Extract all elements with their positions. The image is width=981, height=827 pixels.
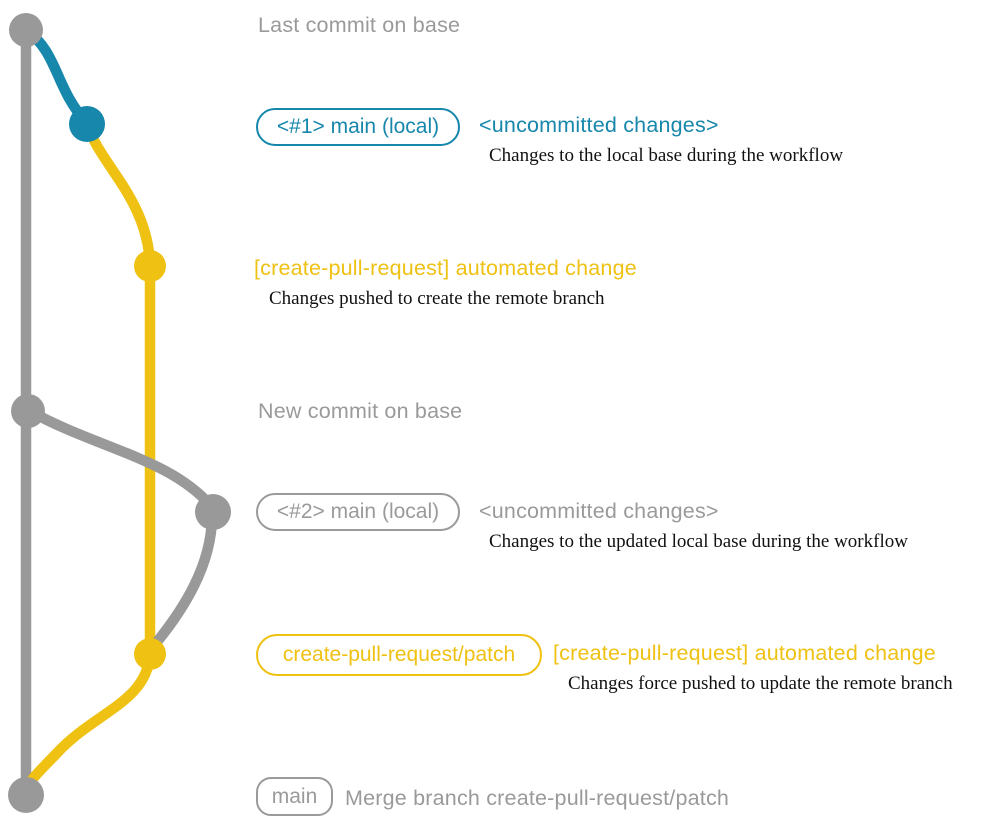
uncommitted-changes-label-1: <uncommitted changes> bbox=[479, 113, 719, 137]
rebase-branch-curve-out bbox=[22, 404, 217, 512]
commit-node-local-1 bbox=[69, 106, 105, 142]
patch-branch-curve-top bbox=[81, 118, 156, 270]
automated-change-title-2: [create-pull-request] automated change bbox=[553, 641, 936, 665]
commit-node-patch-1 bbox=[134, 250, 166, 282]
commit-node-last-base bbox=[9, 13, 43, 47]
commit-node-patch-2 bbox=[134, 638, 166, 670]
commit-node-merge bbox=[8, 777, 44, 813]
local-base-note-2: Changes to the updated local base during… bbox=[489, 531, 908, 552]
uncommitted-changes-label-2: <uncommitted changes> bbox=[479, 499, 719, 523]
patch-branch-merge-curve bbox=[20, 648, 156, 799]
push-note-1: Changes pushed to create the remote bran… bbox=[269, 288, 605, 309]
branch-badge-main: main bbox=[256, 777, 333, 816]
branch-badge-patch: create-pull-request/patch bbox=[256, 634, 542, 676]
push-note-2: Changes force pushed to update the remot… bbox=[568, 673, 953, 694]
merge-commit-label: Merge branch create-pull-request/patch bbox=[345, 786, 730, 810]
local-base-note-1: Changes to the local base during the wor… bbox=[489, 145, 844, 166]
branch-badge-main-local-1: <#1> main (local) bbox=[256, 108, 460, 146]
commit-node-local-2 bbox=[195, 494, 231, 530]
last-commit-label: Last commit on base bbox=[258, 13, 461, 37]
rebase-branch-curve-in bbox=[146, 507, 218, 654]
commit-node-new-base bbox=[11, 394, 45, 428]
automated-change-title-1: [create-pull-request] automated change bbox=[254, 256, 637, 280]
new-commit-label: New commit on base bbox=[258, 399, 463, 423]
branch-badge-main-local-2: <#2> main (local) bbox=[256, 493, 460, 531]
